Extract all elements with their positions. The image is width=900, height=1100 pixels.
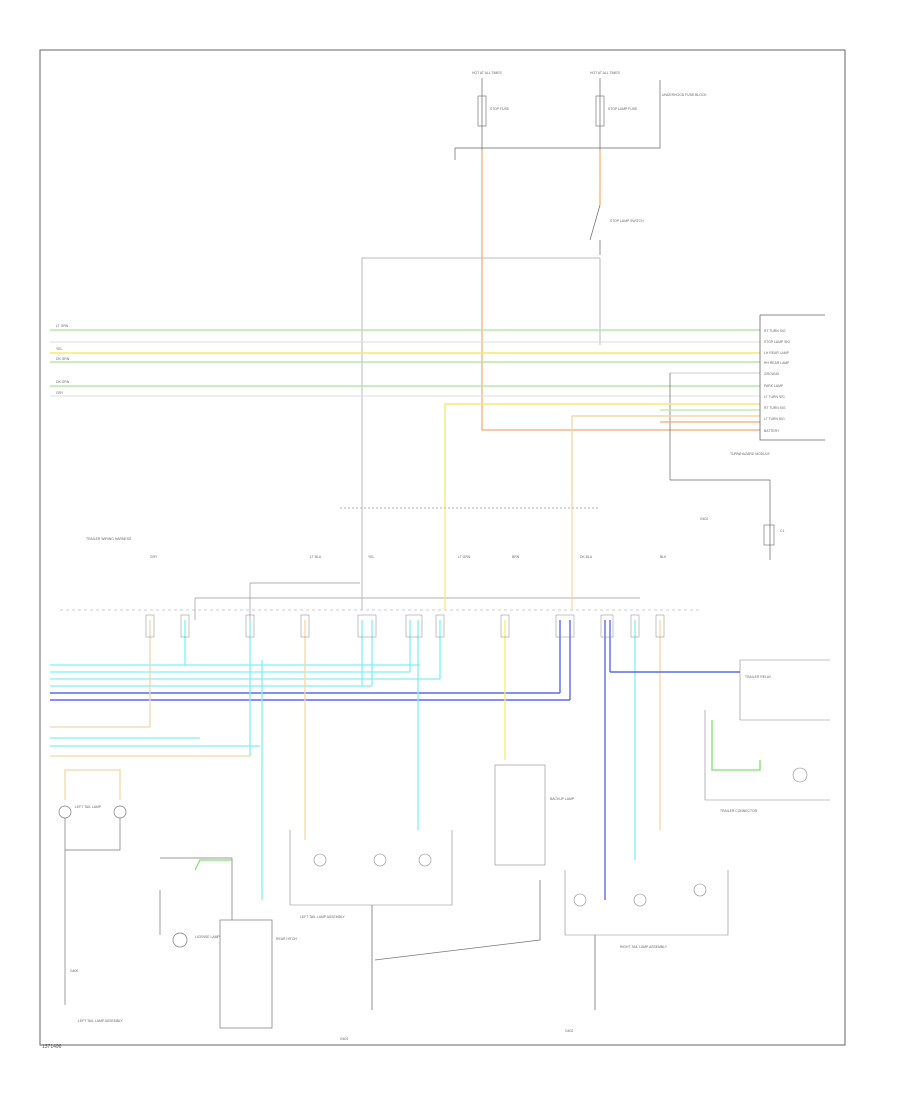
module-pin-3: LH REAR LAMP: [764, 351, 790, 355]
right-connector-label: TRAILER CONNECTOR: [720, 809, 758, 813]
bus-label-1: LT GRN: [56, 324, 69, 328]
bus-label-4: DK GRN: [56, 380, 70, 384]
module-pin-8: RT TURN SIG: [764, 406, 786, 410]
diagram-frame: [39, 49, 846, 1046]
stop-switch-label: STOP LAMP SWITCH: [610, 219, 644, 223]
license-lamp: LICENSE LAMP: [159, 857, 233, 948]
ground-right-label: G402: [700, 517, 708, 521]
wire-label-c: YEL: [368, 555, 375, 559]
module-name: TURN/HAZARD MODULE: [730, 452, 770, 456]
module-pin-9: LT TURN SIG: [764, 417, 785, 421]
wire-yellow-feed: [444, 403, 760, 508]
wire-label-b: LT BLU: [310, 555, 322, 559]
fuse-right: HOT AT ALL TIMES STOP LAMP FUSE: [590, 71, 638, 150]
right-tail-assembly: RIGHT TAIL LAMP ASSEMBLY G402: [564, 870, 729, 1033]
bus-label-3: DK GRN: [56, 357, 70, 361]
hitch-module: REAR HITCH: [219, 919, 297, 1029]
module-pin-6: PARK LAMP: [764, 384, 784, 388]
ground-right-bottom: G402: [565, 1029, 573, 1033]
center-assembly-label: LEFT TAIL LAMP ASSEMBLY: [300, 915, 346, 919]
power-dist-label: UNDERHOOD FUSE BLOCK: [662, 93, 707, 97]
wire-label-d: LT GRN: [458, 555, 471, 559]
left-tail-lamps: LEFT TAIL LAMP LEFT TAIL LAMP ASSEMBLY G…: [58, 769, 127, 1023]
module-pin-1: RT TURN SIG: [764, 329, 786, 333]
backup-label: BACKUP LAMP: [550, 797, 575, 801]
trailer-relay: TRAILER RELAY TRAILER CONNECTOR: [704, 659, 830, 813]
fuse-left-name: STOP FUSE: [490, 107, 510, 111]
module-pin-4: RH REAR LAMP: [764, 361, 790, 365]
module-ground: [670, 479, 771, 560]
module-pin-7: LT TURN SIG: [764, 395, 785, 399]
connector-ref: C1: [780, 529, 784, 533]
bus-label-5: GRY: [56, 391, 64, 395]
fuse-right-label: HOT AT ALL TIMES: [590, 71, 621, 75]
hitch-label: REAR HITCH: [276, 937, 297, 941]
module-pin-5: GROUND: [764, 372, 780, 376]
wire-label-a: GRY: [150, 555, 158, 559]
left-tail-label: LEFT TAIL LAMP: [75, 805, 102, 809]
relay-label: TRAILER RELAY: [745, 675, 772, 679]
turn-hazard-module: RT TURN SIG STOP LAMP SIG LH REAR LAMP R…: [730, 314, 825, 456]
lower-verticals: [149, 583, 661, 900]
splice-connectors: [145, 614, 665, 638]
power-dist-box: [454, 80, 661, 160]
wire-label-g: BLK: [660, 555, 667, 559]
fuse-right-name: STOP LAMP FUSE: [608, 107, 638, 111]
module-pin-2: STOP LAMP SIG: [764, 340, 790, 344]
trailer-label: TRAILER WIRING HARNESS: [86, 537, 132, 541]
wire-tan-feed: [571, 415, 760, 508]
lower-bus: [50, 664, 570, 757]
fuse-left-label: HOT AT ALL TIMES: [472, 71, 503, 75]
bus-label-2: YEL: [56, 347, 63, 351]
upper-bus: LT GRN YEL DK GRN DK GRN GRY: [50, 324, 760, 480]
right-tail-assembly-label: RIGHT TAIL LAMP ASSEMBLY: [620, 945, 668, 949]
wire-label-e: BRN: [512, 555, 520, 559]
module-pin-10: BATTERY: [764, 429, 780, 433]
fuse-left: HOT AT ALL TIMES STOP FUSE: [472, 71, 510, 150]
wire-orange-fuse: [481, 150, 760, 431]
wire-label-f: DK BLU: [580, 555, 593, 559]
wire-gray-switch: [361, 257, 600, 508]
ground-center-label: G401: [340, 1037, 348, 1041]
stop-lamp-switch: STOP LAMP SWITCH: [589, 150, 644, 255]
license-lamp-label: LICENSE LAMP: [195, 935, 220, 939]
backup-switch: BACKUP LAMP: [374, 764, 575, 961]
left-tail-assembly: LEFT TAIL LAMP ASSEMBLY: [78, 1019, 124, 1023]
footer-code: 1371496: [42, 1044, 62, 1050]
center-lamp-assembly: LEFT TAIL LAMP ASSEMBLY G401: [289, 830, 453, 1041]
ground-left-label: G400: [70, 969, 78, 973]
